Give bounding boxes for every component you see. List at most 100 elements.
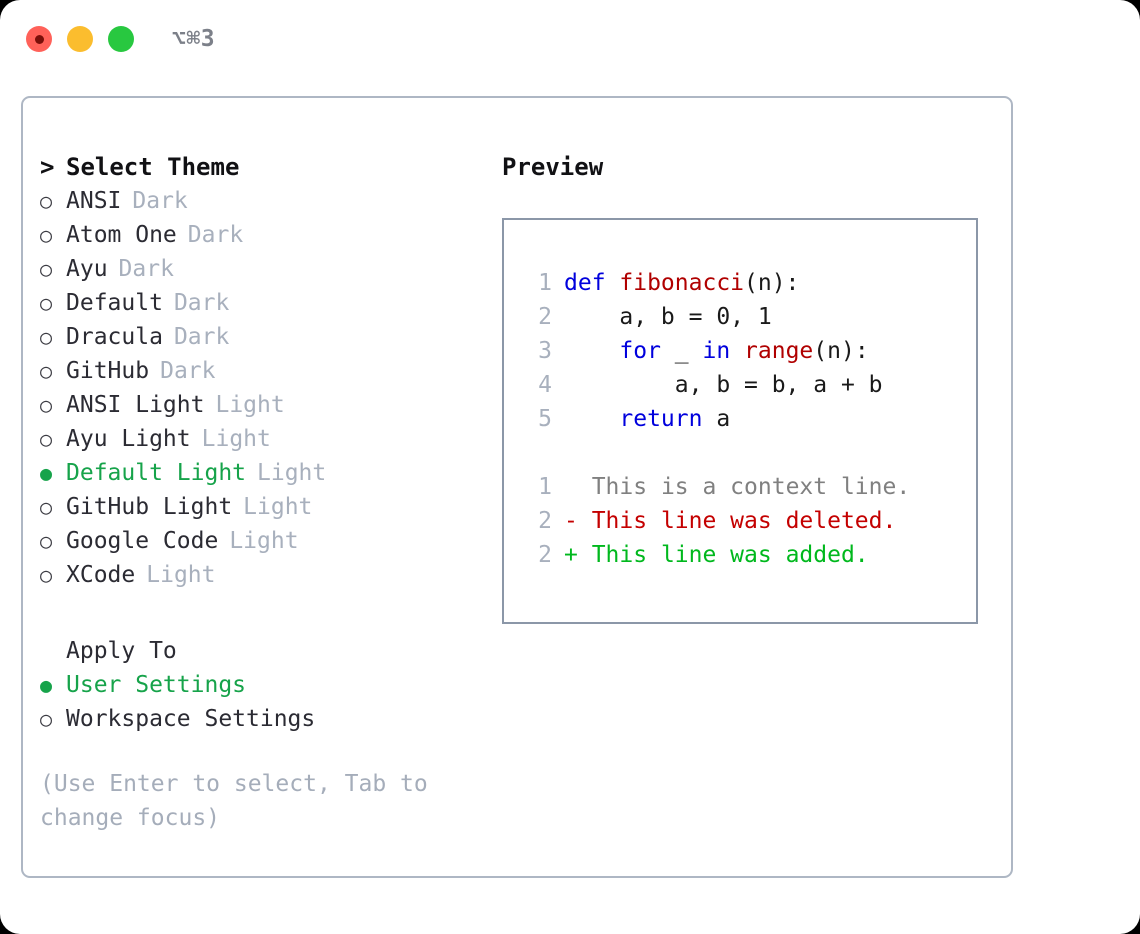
diff-marker xyxy=(564,470,578,504)
code-line: 5 return a xyxy=(516,402,976,436)
theme-mode-badge: Light xyxy=(229,528,299,554)
code-diff-separator xyxy=(516,436,976,470)
diff-marker: + xyxy=(564,542,578,568)
title-bar: ⌥⌘3 xyxy=(0,0,1140,78)
line-number: 2 xyxy=(538,508,552,534)
radio-unselected-icon: ○ xyxy=(40,427,53,451)
diff-line: 2+ This line was added. xyxy=(516,538,976,572)
page-title: Select Theme xyxy=(66,153,240,181)
code-line: 4 a, b = b, a + b xyxy=(516,368,976,402)
minimize-button[interactable] xyxy=(67,26,93,52)
theme-name: Default Light xyxy=(66,460,247,486)
spacer-icon: ○ xyxy=(40,634,66,668)
radio-unselected-icon: ○ xyxy=(40,189,53,213)
code-token-kw: for xyxy=(619,338,661,364)
theme-name: Ayu Light xyxy=(66,426,191,452)
theme-list-item[interactable]: ○ Default Dark xyxy=(40,286,480,320)
close-button[interactable] xyxy=(26,26,52,52)
apply-to-list: ● User Settings ○ Workspace Settings xyxy=(40,668,480,736)
code-line-text: return a xyxy=(564,402,730,436)
theme-name: Dracula xyxy=(66,324,163,350)
code-line-text: def fibonacci(n): xyxy=(564,266,799,300)
theme-list-item[interactable]: ○ XCode Light xyxy=(40,558,480,592)
apply-to-label-row: ○ Apply To xyxy=(40,634,480,668)
code-line: 2 a, b = 0, 1 xyxy=(516,300,976,334)
radio-unselected-icon: ○ xyxy=(40,707,53,731)
apply-to-option-label: User Settings xyxy=(66,672,247,698)
apply-to-option[interactable]: ○ Workspace Settings xyxy=(40,702,480,736)
radio-unselected-icon: ○ xyxy=(40,495,53,519)
theme-list-item[interactable]: ○ GitHub Dark xyxy=(40,354,480,388)
theme-list-item[interactable]: ○ ANSI Light Light xyxy=(40,388,480,422)
theme-mode-badge: Dark xyxy=(173,290,230,316)
theme-mode-badge: Light xyxy=(257,460,327,486)
code-token-kw: in xyxy=(702,338,731,364)
apply-to-option-label: Workspace Settings xyxy=(66,706,316,732)
radio-unselected-icon: ○ xyxy=(40,257,53,281)
diff-line: 2- This line was deleted. xyxy=(516,504,976,538)
preview-title: Preview xyxy=(502,153,604,181)
apply-to-option[interactable]: ● User Settings xyxy=(40,668,480,702)
code-line-text: for _ in range(n): xyxy=(564,334,869,368)
theme-mode-badge: Dark xyxy=(118,256,174,282)
maximize-button[interactable] xyxy=(108,26,134,52)
radio-unselected-icon: ○ xyxy=(40,359,53,383)
line-number: 5 xyxy=(538,406,552,432)
code-token-plain xyxy=(564,406,619,432)
code-token-fn: fibonacci xyxy=(619,270,745,296)
code-token-plain: a xyxy=(702,406,731,432)
line-number: 2 xyxy=(538,304,552,330)
theme-name: GitHub Light xyxy=(66,494,233,520)
code-token-plain: _ xyxy=(660,338,703,364)
radio-unselected-icon: ○ xyxy=(40,223,53,247)
code-line-text: a, b = 0, 1 xyxy=(564,300,772,334)
theme-mode-badge: Dark xyxy=(160,358,216,384)
theme-list-item[interactable]: ○ GitHub Light Light xyxy=(40,490,480,524)
theme-name: ANSI Light xyxy=(66,392,205,418)
code-line: 3 for _ in range(n): xyxy=(516,334,976,368)
code-line-text: a, b = b, a + b xyxy=(564,368,883,402)
radio-unselected-icon: ○ xyxy=(40,563,53,587)
radio-selected-icon: ● xyxy=(40,673,53,697)
theme-mode-badge: Dark xyxy=(173,324,230,350)
theme-list-item[interactable]: ○ Ayu Light Light xyxy=(40,422,480,456)
theme-list-item[interactable]: ● Default Light Light xyxy=(40,456,480,490)
theme-mode-badge: Light xyxy=(243,494,313,520)
theme-name: Default xyxy=(66,290,163,316)
theme-mode-badge: Light xyxy=(215,392,285,418)
theme-name: Google Code xyxy=(66,528,219,554)
code-token-plain: a, b = 0, 1 xyxy=(564,304,772,330)
line-number: 3 xyxy=(538,338,552,364)
code-token-plain: (n): xyxy=(744,270,800,296)
radio-unselected-icon: ○ xyxy=(40,291,53,315)
radio-unselected-icon: ○ xyxy=(40,393,53,417)
apply-to-label: Apply To xyxy=(66,638,177,664)
theme-mode-badge: Light xyxy=(146,562,216,588)
prompt-indicator: > xyxy=(40,153,55,181)
window-title: ⌥⌘3 xyxy=(172,26,216,52)
theme-name: XCode xyxy=(66,562,136,588)
theme-list-item[interactable]: ○ Ayu Dark xyxy=(40,252,480,286)
theme-name: Ayu xyxy=(66,256,108,282)
radio-unselected-icon: ○ xyxy=(40,325,53,349)
line-number: 1 xyxy=(538,270,552,296)
theme-mode-badge: Light xyxy=(201,426,271,452)
code-token-plain xyxy=(564,338,619,364)
code-token-plain: (n): xyxy=(813,338,869,364)
diff-sample: 1 This is a context line.2- This line wa… xyxy=(516,470,976,572)
theme-list-item[interactable]: ○ Dracula Dark xyxy=(40,320,480,354)
radio-selected-icon: ● xyxy=(40,461,53,485)
theme-name: GitHub xyxy=(66,358,150,384)
diff-marker: - xyxy=(564,508,578,534)
diff-line-text: This line was deleted. xyxy=(577,508,897,534)
theme-picker-header: > Select Theme xyxy=(40,150,480,184)
diff-line-text: This line was added. xyxy=(577,542,869,568)
